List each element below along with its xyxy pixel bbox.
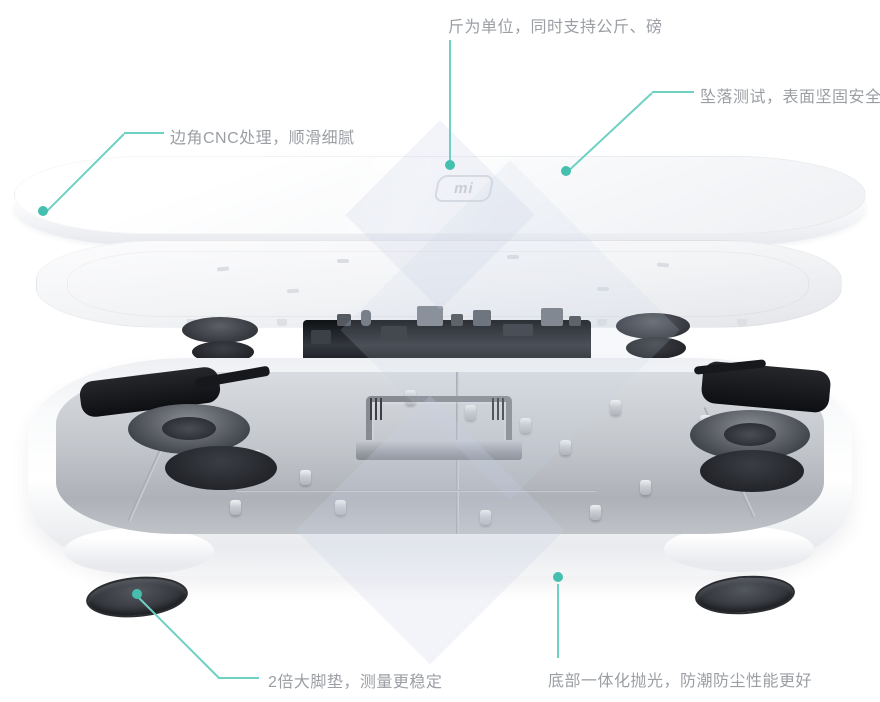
foot-pad-right (693, 572, 797, 618)
shell-rib (236, 490, 596, 492)
support-post (590, 505, 601, 520)
support-post (480, 510, 491, 525)
support-post (560, 440, 571, 455)
pcb-component (361, 310, 371, 326)
callout-cnc-edge-label: 边角CNC处理，顺滑细腻 (170, 130, 355, 147)
support-post (520, 418, 531, 433)
pcb-component (541, 308, 563, 326)
pcb-component (381, 326, 407, 340)
mi-logo-text: mi (452, 180, 476, 197)
pcb-component (417, 306, 443, 326)
frame-slot (507, 255, 519, 259)
load-cell-top-right (616, 313, 690, 339)
callout-bottom-polish-label: 底部一体化抛光，防潮防尘性能更好 (548, 673, 813, 690)
support-post (230, 500, 241, 515)
mi-logo: mi (433, 175, 495, 202)
pcb-component (503, 324, 533, 336)
frame-slot (597, 287, 609, 291)
frame-slot (337, 259, 349, 263)
callout-bottom-polish-line (557, 584, 559, 658)
support-post (610, 400, 621, 415)
support-post (640, 480, 651, 495)
callout-drop-test-label: 坠落测试，表面坚固安全 (700, 89, 880, 106)
callout-foot-pads-dot (132, 589, 142, 599)
callout-foot-pads-line (138, 597, 221, 680)
callout-unit-line (449, 40, 451, 162)
sensor-gear-disc-left (128, 404, 250, 454)
callout-unit-label: 斤为单位，同时支持公斤、磅 (448, 19, 663, 36)
callout-cnc-edge-line (124, 132, 164, 134)
pcb-component (311, 330, 331, 344)
frame-slot (286, 288, 300, 294)
callout-drop-test-dot (561, 166, 571, 176)
shell-corner-bulge-left (64, 528, 214, 574)
pcb-component (451, 314, 463, 326)
frame-slot (216, 266, 230, 272)
load-cell-left (165, 446, 277, 490)
callout-bottom-polish-dot (553, 572, 563, 582)
load-cell-bottom-left (192, 341, 254, 363)
pcb-component (473, 310, 491, 326)
frame-clip (737, 319, 747, 326)
frame-clip (277, 319, 287, 326)
frame-clip (597, 319, 607, 326)
callout-cnc-edge-dot (38, 206, 48, 216)
battery-contact (492, 398, 506, 420)
frame-slot (656, 262, 670, 268)
battery-contact (370, 398, 384, 420)
battery-bracket-bar (356, 440, 522, 460)
callout-foot-pads-label: 2倍大脚垫，测量更稳定 (268, 674, 443, 691)
pcb-component (337, 314, 351, 326)
support-post (465, 405, 476, 420)
callout-drop-test-line (652, 91, 694, 93)
load-cell-right (700, 450, 804, 492)
load-cell-bottom-right (626, 337, 686, 359)
support-post (300, 470, 311, 485)
support-post (335, 500, 346, 515)
load-cell-top-left (182, 317, 258, 343)
top-glass-panel (14, 156, 866, 234)
callout-foot-pads-line (219, 677, 259, 679)
callout-unit-dot (445, 160, 455, 170)
pcb-component (569, 316, 581, 326)
